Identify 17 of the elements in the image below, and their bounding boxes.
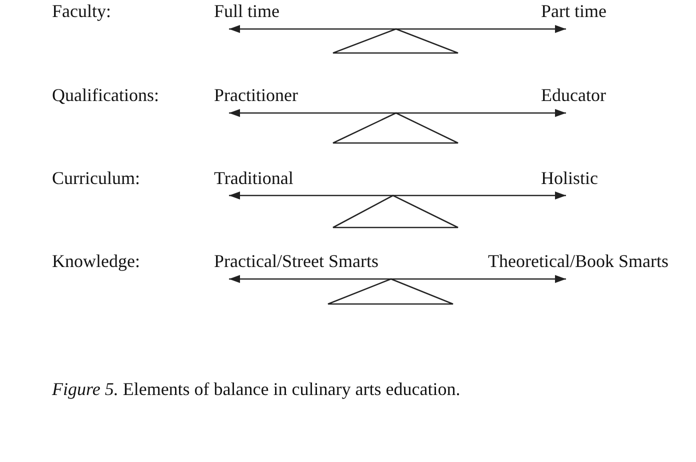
pole-label: Full time (214, 1, 280, 21)
row-label: Curriculum: (52, 168, 140, 188)
pole-label: Practitioner (214, 85, 298, 105)
double-arrow (229, 25, 566, 33)
pole-label: Educator (541, 85, 606, 105)
double-arrow (229, 109, 566, 117)
pole-label: Part time (541, 1, 606, 21)
double-arrow (229, 275, 566, 283)
pole-label: Holistic (541, 168, 598, 188)
row-label: Knowledge: (52, 251, 140, 271)
pole-label: Practical/Street Smarts (214, 251, 378, 271)
row-label: Faculty: (52, 1, 111, 21)
double-arrow (229, 192, 566, 200)
figure-caption: Figure 5. Elements of balance in culinary arts education. (52, 379, 460, 399)
row-label: Qualifications: (52, 85, 159, 105)
pole-label: Traditional (214, 168, 294, 188)
pole-label: Theoretical/Book Smarts (488, 251, 668, 271)
